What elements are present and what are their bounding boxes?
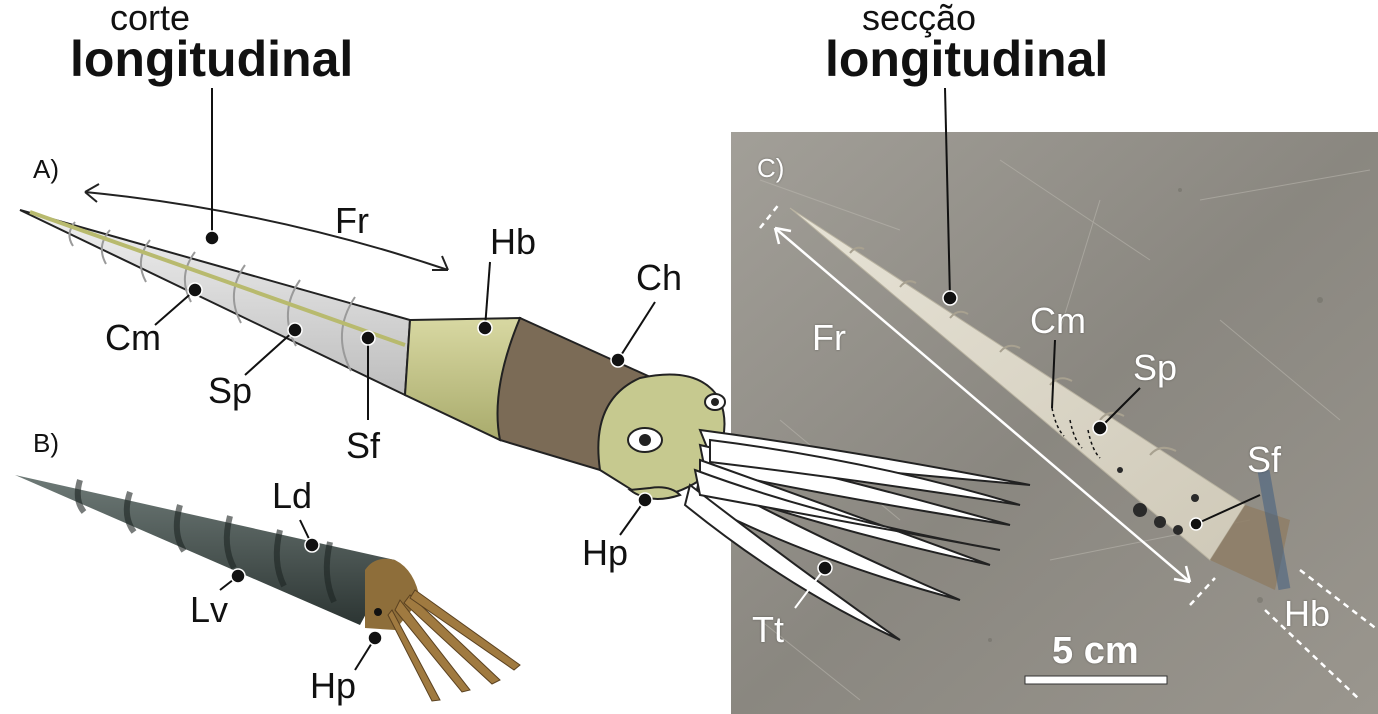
panel-label-b: B) xyxy=(33,428,59,458)
right-title-small: secção xyxy=(862,0,977,38)
label-fr-c: Fr xyxy=(812,317,846,358)
label-hp-b: Hp xyxy=(310,665,357,706)
label-ld: Ld xyxy=(272,475,313,516)
panel-label-c: C) xyxy=(757,153,785,183)
right-title-large: longitudinal xyxy=(825,31,1109,87)
label-hb-c: Hb xyxy=(1284,593,1331,634)
left-title-large: longitudinal xyxy=(70,31,354,87)
label-sp-a: Sp xyxy=(208,370,253,411)
label-sf-a: Sf xyxy=(346,425,381,466)
fr-arrow-a xyxy=(84,183,449,271)
label-cm-c: Cm xyxy=(1030,300,1086,341)
left-title-small: corte xyxy=(110,0,191,38)
label-hb-a: Hb xyxy=(490,221,537,262)
scale-bar-label: 5 cm xyxy=(1052,630,1139,672)
fr-arrow-c xyxy=(773,226,1192,584)
head xyxy=(597,373,726,500)
fossil-specimen xyxy=(789,207,1291,591)
panel-label-a: A) xyxy=(33,154,59,184)
tentacles xyxy=(683,428,1031,641)
label-dots xyxy=(187,230,1203,646)
label-cm-a: Cm xyxy=(105,317,161,358)
label-fr-a: Fr xyxy=(335,200,369,241)
label-tt: Tt xyxy=(752,609,784,650)
label-sf-c: Sf xyxy=(1247,439,1282,480)
label-ch: Ch xyxy=(636,257,683,298)
scale-bar xyxy=(1024,675,1168,685)
label-lv: Lv xyxy=(190,589,229,630)
label-sp-c: Sp xyxy=(1133,347,1178,388)
label-hp-a: Hp xyxy=(582,532,629,573)
reconstruction xyxy=(15,475,521,702)
